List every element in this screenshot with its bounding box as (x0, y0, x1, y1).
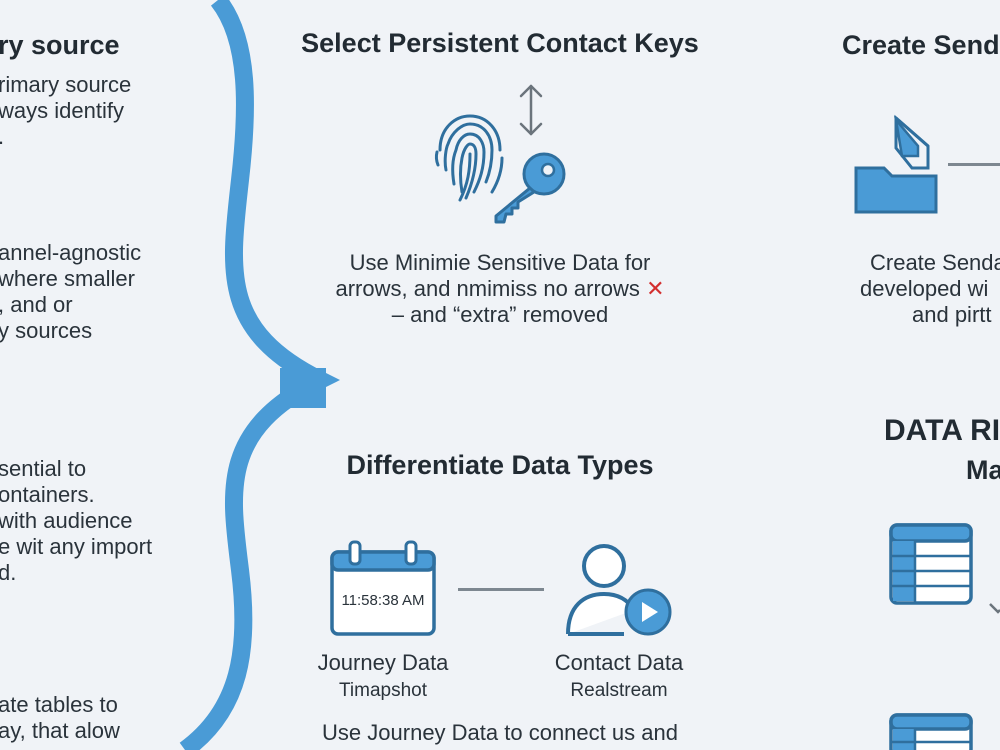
text-line: y sources (0, 318, 93, 343)
fingerprint-icon (434, 114, 504, 202)
journey-description: Use Journey Data to connect us and (322, 720, 678, 745)
calendar-time: 11:58:38 AM (341, 592, 425, 609)
text-line: ontainers. (0, 482, 95, 507)
contact-data-label: Contact Data (554, 650, 684, 675)
journey-data-label: Journey Data (317, 650, 449, 675)
desc-line: Create Senda (870, 250, 1000, 275)
text-line: rimary source (0, 72, 132, 97)
desc-line: and pirtt (912, 302, 992, 327)
contact-play-icon (566, 544, 672, 636)
journey-data-sub: Timapshot (339, 680, 427, 701)
desc-line-text: arrows, and nmimiss no arrows (335, 276, 640, 301)
text-line: where smaller (0, 266, 135, 291)
text-line: ways identify (0, 98, 124, 123)
desc-line: developed wi (860, 276, 989, 301)
brace-connector (179, 0, 340, 750)
select-keys-heading: Select Persistent Contact Keys (301, 28, 699, 58)
table-icon-2 (889, 713, 973, 750)
right-connector-line (948, 163, 1000, 166)
key-icon (494, 152, 566, 224)
left-block-3: sential to ontainers. with audience e wi… (0, 456, 152, 586)
create-send-heading: Create Senda (842, 30, 1000, 60)
text-line: d. (0, 560, 17, 585)
contact-data-sub: Realstream (570, 680, 668, 701)
desc-line: arrows, and nmimiss no arrows ✕ (290, 276, 710, 302)
left-block-2: annel-agnostic where smaller , and or y … (0, 240, 141, 344)
red-x-icon: ✕ (646, 276, 665, 301)
text-line: , and or (0, 292, 73, 317)
text-line: annel-agnostic (0, 240, 142, 265)
data-heading: DATA RI (884, 414, 1000, 447)
data-subheading: Ma (966, 455, 1000, 485)
left-block-1: rimary source ways identify . (0, 72, 131, 150)
folder-file-icon (854, 114, 938, 214)
text-line: . (0, 124, 131, 150)
text-line: e wit any import (0, 534, 153, 559)
left-heading: ry source (0, 30, 120, 60)
down-arrow-icon (989, 603, 1000, 614)
vertical-arrow-icon (519, 84, 543, 136)
keys-description: Use Minimie Sensitive Data for arrows, a… (290, 250, 710, 328)
table-icon (889, 523, 973, 605)
differentiate-heading: Differentiate Data Types (346, 450, 654, 480)
text-line: with audience (0, 508, 133, 533)
left-block-4: ate tables to ay, that alow (0, 692, 120, 744)
desc-line: – and “extra” removed (391, 302, 609, 327)
connector-line (458, 588, 544, 591)
desc-line: Use Minimie Sensitive Data for (349, 250, 651, 275)
calendar-icon (330, 540, 436, 636)
text-line: ate tables to (0, 692, 118, 717)
text-line: sential to (0, 456, 87, 481)
text-line: ay, that alow (0, 718, 120, 743)
create-send-description: Create Senda developed wi and pirtt (860, 250, 1000, 328)
